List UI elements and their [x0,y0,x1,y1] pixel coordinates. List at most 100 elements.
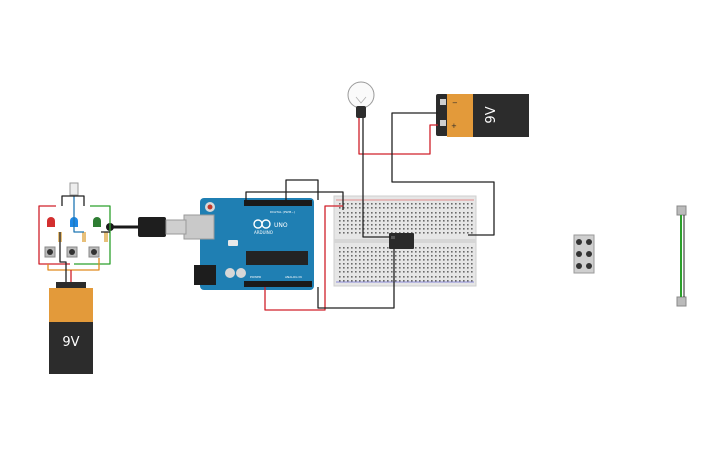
push-button-3[interactable] [88,246,100,258]
breadboard-hole [403,251,405,253]
wire-bulb-black[interactable] [362,118,391,238]
led-button-cluster [44,182,108,258]
resistor-3[interactable] [104,232,108,242]
breadboard-hole [447,207,449,209]
breadboard-hole [347,228,349,230]
led-red[interactable] [47,217,55,227]
breadboard-hole [347,259,349,261]
breadboard-hole [343,232,345,234]
arduino-brand: ARDUINO [254,230,273,235]
wire-blue-led[interactable] [73,196,84,233]
breadboard-hole [343,280,345,282]
breadboard-hole [395,259,397,261]
breadboard-hole [355,232,357,234]
breadboard-hole [455,247,457,249]
wire-arduino-red[interactable] [264,205,343,311]
usb-cable[interactable] [106,217,187,237]
breadboard-hole [363,247,365,249]
breadboard-hole [455,263,457,265]
breadboard-hole [367,276,369,278]
breadboard-hole [427,220,429,222]
breadboard-hole [419,251,421,253]
breadboard-hole [343,216,345,218]
breadboard-hole [359,280,361,282]
breadboard-hole [435,216,437,218]
breadboard-hole [459,224,461,226]
breadboard-hole [395,276,397,278]
breadboard-hole [427,267,429,269]
breadboard-hole [379,203,381,205]
wire-arduino-top-1[interactable] [285,179,319,200]
breadboard-hole [419,220,421,222]
led-green[interactable] [93,217,101,227]
breadboard-hole [459,203,461,205]
breadboard-hole [455,228,457,230]
wire-green-led[interactable] [74,205,111,265]
breadboard-hole [347,212,349,214]
keypad-module[interactable] [573,234,595,274]
breadboard-hole [351,280,353,282]
breadboard-hole [447,267,449,269]
breadboard-hole [387,203,389,205]
breadboard-hole [435,263,437,265]
breadboard-hole [423,224,425,226]
breadboard-hole [435,251,437,253]
breadboard-hole [339,271,341,273]
breadboard-hole [411,203,413,205]
light-bulb[interactable] [347,81,375,118]
breadboard-hole [363,263,365,265]
breadboard-hole [451,216,453,218]
breadboard-hole [379,216,381,218]
breadboard-hole [431,247,433,249]
breadboard-hole [471,212,473,214]
breadboard-hole [367,212,369,214]
breadboard-hole [387,263,389,265]
resistor-2[interactable] [82,232,86,242]
breadboard-hole [355,255,357,257]
breadboard-hole [403,263,405,265]
breadboard-hole [379,271,381,273]
wire-red-led[interactable] [38,205,70,265]
breadboard-hole [363,259,365,261]
breadboard-hole [339,216,341,218]
breadboard-hole [399,263,401,265]
breadboard-hole [419,228,421,230]
breadboard-hole [351,271,353,273]
breadboard-hole [443,247,445,249]
breadboard-hole [455,251,457,253]
breadboard-hole [423,259,425,261]
wire-cluster-top[interactable] [61,195,85,206]
breadboard-hole [439,259,441,261]
wire-battery-bottom-black[interactable] [59,232,67,282]
wire-orange[interactable] [47,258,100,271]
breadboard-hole [383,207,385,209]
relay-module[interactable] [389,233,414,249]
arduino-uno[interactable]: ARDUINO UNO DIGITAL (PWM~) POWER ANALOG … [183,198,314,290]
breadboard-hole [439,271,441,273]
breadboard-hole [367,207,369,209]
breadboard-hole [435,220,437,222]
wire-battery-black[interactable] [391,112,495,236]
battery-top[interactable]: 9V − + [436,94,529,137]
breadboard-hole [347,251,349,253]
push-button-2[interactable] [66,246,78,258]
breadboard-hole [367,263,369,265]
switch-module[interactable] [676,205,687,307]
breadboard-hole [443,267,445,269]
push-button-1[interactable] [44,246,56,258]
battery-bottom[interactable]: 9V [49,282,93,374]
breadboard-hole [407,267,409,269]
breadboard-hole [447,259,449,261]
breadboard-hole [339,259,341,261]
breadboard-hole [383,251,385,253]
breadboard-hole [415,220,417,222]
wire-arduino-top-2[interactable] [245,191,344,210]
wire-arduino-black[interactable] [317,249,395,309]
breadboard-hole [435,247,437,249]
breadboard-hole [387,280,389,282]
wire-bulb-red[interactable] [358,118,438,155]
breadboard-hole [383,271,385,273]
breadboard-hole [411,271,413,273]
breadboard-hole [339,224,341,226]
breadboard-hole [411,255,413,257]
